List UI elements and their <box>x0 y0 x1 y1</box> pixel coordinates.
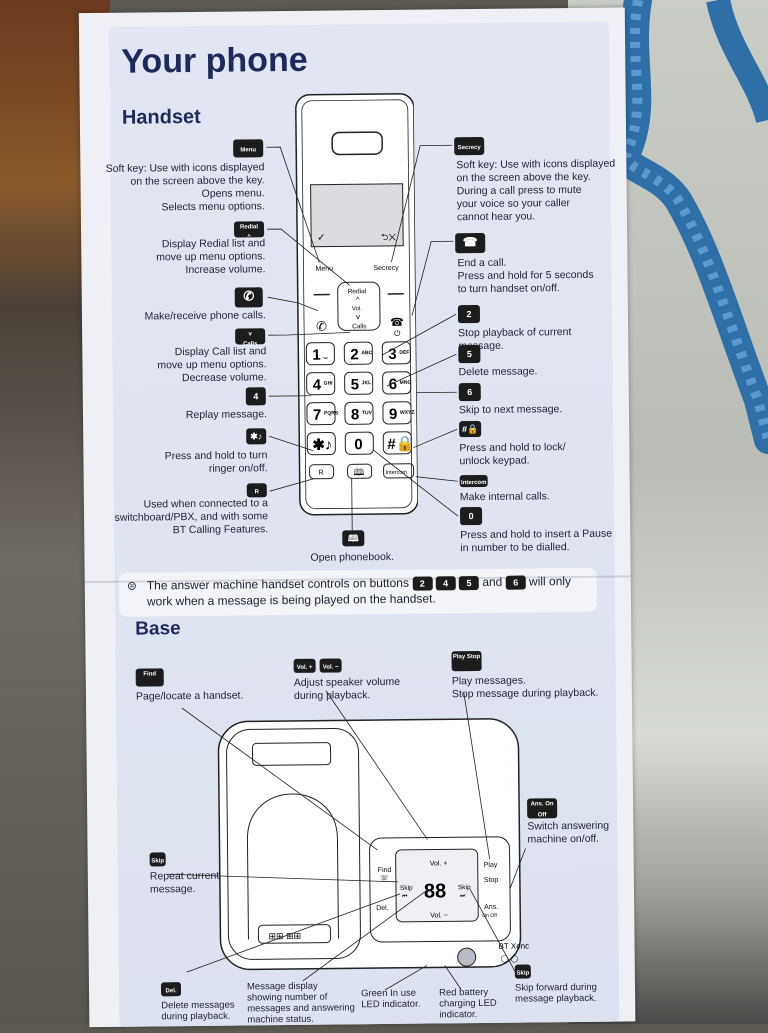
del-key-icon: Del. <box>161 982 181 996</box>
note-icon: ⊜ <box>127 579 137 593</box>
note-key-2: 2 <box>412 576 432 590</box>
skip-fwd-key-icon: Skip <box>515 964 531 978</box>
handset-leader-lines <box>79 7 631 573</box>
note-key-6: 6 <box>506 576 526 590</box>
note-key-5: 5 <box>459 576 479 590</box>
rope-image <box>618 0 768 460</box>
note-key-4: 4 <box>436 576 456 590</box>
base-heading: Base <box>135 618 181 640</box>
base-leader-lines <box>85 647 635 1033</box>
instruction-sheet: Your phone Handset Menu Soft key: Use wi… <box>79 7 636 1027</box>
